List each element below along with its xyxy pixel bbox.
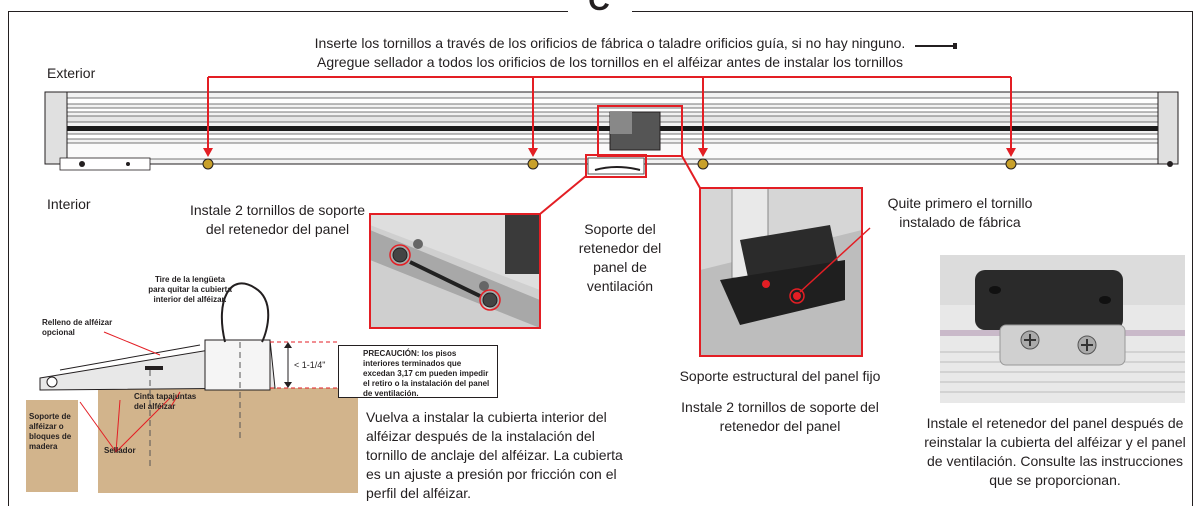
frame-right [1192, 11, 1193, 506]
frame-left [8, 11, 9, 506]
sill-support-callout: Soporte de alféizar o bloques de madera [29, 412, 72, 451]
sealant-callout: Sellador [104, 446, 136, 455]
install-retainer-text: Instale el retenedor del panel después d… [924, 415, 1186, 488]
exterior-label: Exterior [47, 65, 96, 81]
install-screws-left-label: Instale 2 tornillos de soporte del reten… [189, 202, 366, 237]
detail-panel-retainer [940, 255, 1185, 403]
step-letter: C [569, 0, 629, 16]
flashing-tape-callout: Cinta tapajuntas del alféizar [134, 392, 197, 411]
interior-label: Interior [47, 196, 91, 212]
sill-cross-section [26, 282, 358, 493]
frame-top-right [632, 11, 1193, 12]
header-line-1: Inserte los tornillos a través de los or… [314, 35, 906, 51]
sill-filler-callout: Relleno de alféizar opcional [42, 318, 113, 337]
sill-profile [44, 91, 1179, 175]
header-line-2: Agregue sellador a todos los orificios d… [317, 54, 903, 70]
frame-top-left [8, 11, 568, 12]
reinstall-cover-text: Vuelva a instalar la cubierta interior d… [366, 409, 623, 501]
dimension-callout: < 1-1/4" [294, 360, 326, 370]
caution-text: PRECAUCIÓN: los pisos interiores termina… [363, 349, 490, 398]
caution-box: PRECAUCIÓN: los pisos interiores termina… [338, 345, 498, 398]
detail-fixed-bracket [699, 187, 871, 357]
fixed-panel-bracket-label: Soporte estructural del panel fijo [679, 368, 881, 384]
remove-factory-screw-label: Quite primero el tornillo instalado de f… [887, 195, 1033, 230]
vent-bracket-label: Soporte del retenedor del panel de venti… [578, 221, 662, 294]
detail-vent-bracket [369, 213, 541, 329]
pull-tab-callout: Tire de la lengüeta para quitar la cubie… [148, 275, 232, 304]
install-screws-right-label: Instale 2 tornillos de soporte del reten… [681, 399, 879, 434]
